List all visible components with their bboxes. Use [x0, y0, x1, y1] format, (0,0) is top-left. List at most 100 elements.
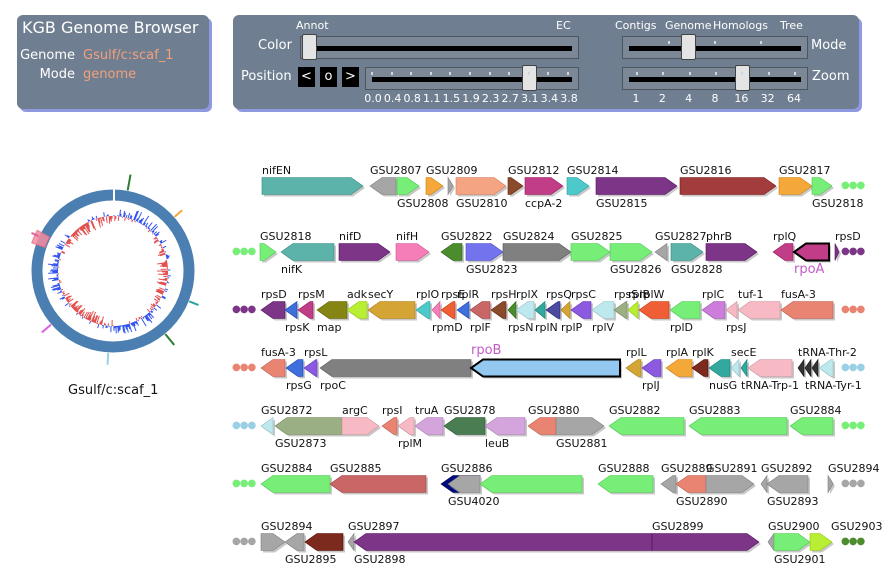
gene-arrow[interactable] [730, 358, 740, 378]
gene-label[interactable]: GSU2826 [610, 262, 662, 276]
gene-arrow[interactable] [484, 417, 526, 435]
gene-label[interactable]: GSU2897 [348, 519, 400, 533]
gene-arrow[interactable] [297, 301, 314, 319]
gene-label[interactable]: GSU2893 [767, 494, 819, 508]
gene-label[interactable]: GSU2892 [761, 461, 813, 475]
gene-arrow[interactable] [414, 417, 444, 435]
gene-arrow[interactable] [811, 358, 819, 378]
gene-label[interactable]: rplV [592, 320, 615, 334]
gene-label[interactable]: rplD [670, 320, 694, 334]
gene-arrow[interactable] [570, 243, 611, 261]
gene-label[interactable]: secE [731, 345, 757, 359]
gene-arrow[interactable] [338, 243, 391, 261]
gene-label[interactable]: GSU2809 [426, 163, 478, 177]
mode-value[interactable]: genome [83, 67, 137, 82]
gene-label[interactable]: rplR [457, 287, 480, 301]
gene-arrow[interactable] [811, 177, 833, 195]
gene-arrow[interactable] [260, 475, 331, 493]
gene-label[interactable]: rpsJ [726, 320, 747, 334]
gene-label[interactable]: GSU2885 [330, 461, 382, 475]
gene-label[interactable]: rplF [470, 320, 491, 334]
zoom-slider-thumb[interactable] [735, 65, 751, 91]
gene-arrow[interactable] [527, 417, 557, 435]
gene-label[interactable]: GSU4020 [448, 494, 500, 508]
track-continue-right[interactable]: ●●● [841, 420, 865, 431]
gene-label[interactable]: GSU2817 [779, 163, 831, 177]
gene-label[interactable]: rpsC [571, 287, 596, 301]
gene-label[interactable]: rplB [628, 287, 651, 301]
gene-label[interactable]: GSU2883 [689, 403, 741, 417]
gene-label[interactable]: rpsL [304, 345, 328, 359]
track-continue-right[interactable]: ●●● [841, 362, 865, 373]
gene-label[interactable]: GSU2814 [567, 163, 619, 177]
gene-label[interactable]: GSU2872 [261, 403, 313, 417]
gene-arrow[interactable] [341, 417, 380, 435]
gene-arrow[interactable] [524, 177, 564, 195]
gene-arrow[interactable] [566, 177, 590, 195]
gene-label[interactable]: GSU2822 [441, 229, 493, 243]
track-continue-left[interactable]: ●●● [232, 362, 256, 373]
gene-label[interactable]: GSU2873 [275, 436, 327, 450]
gene-label[interactable]: GSU2890 [676, 494, 728, 508]
gene-label[interactable]: rpoA [794, 261, 825, 277]
gene-label[interactable]: rpsK [285, 320, 310, 334]
gene-arrow[interactable] [675, 475, 707, 493]
gene-arrow[interactable] [613, 301, 628, 319]
gene-label[interactable]: GSU2815 [596, 196, 648, 210]
gene-arrow[interactable] [804, 358, 812, 378]
track-continue-right[interactable]: ●●● [841, 536, 865, 547]
gene-label[interactable]: rpsD [835, 229, 861, 243]
gene-arrow[interactable] [274, 417, 343, 435]
gene-arrow[interactable] [329, 475, 427, 493]
track-continue-left[interactable]: ●●● [232, 304, 256, 315]
gene-arrow[interactable] [778, 177, 813, 195]
gene-arrow[interactable] [591, 301, 615, 319]
gene-arrow[interactable] [260, 416, 274, 436]
gene-label[interactable]: map [317, 320, 342, 334]
gene-arrow[interactable] [507, 177, 524, 195]
gene-label[interactable]: rpsS [614, 287, 639, 301]
gene-label[interactable]: nifH [396, 229, 419, 243]
gene-arrow[interactable] [456, 300, 470, 320]
gene-label[interactable]: rpsH [491, 287, 517, 301]
color-slider[interactable] [300, 34, 579, 60]
gene-label[interactable]: GSU2901 [774, 552, 826, 566]
gene-label[interactable]: rpmD [432, 320, 463, 334]
gene-label[interactable]: rpsI [382, 403, 403, 417]
gene-arrow[interactable] [670, 243, 704, 261]
gene-arrow[interactable] [395, 243, 430, 261]
track-continue-left[interactable]: ●●● [232, 420, 256, 431]
gene-label[interactable]: nifK [281, 262, 303, 276]
gene-label[interactable]: nifEN [262, 163, 292, 177]
gene-label[interactable]: GSU2818 [260, 229, 312, 243]
gene-label[interactable]: rplN [535, 320, 558, 334]
gene-label[interactable]: rpsG [286, 378, 312, 392]
gene-arrow[interactable] [284, 533, 305, 551]
gene-label[interactable]: GSU2828 [671, 262, 723, 276]
gene-label[interactable]: nusG [709, 378, 738, 392]
gene-arrow[interactable] [570, 301, 592, 319]
track-continue-left[interactable]: ●●● [232, 478, 256, 489]
gene-label[interactable]: rpoC [320, 378, 346, 392]
gene-arrow[interactable] [502, 243, 572, 261]
gene-arrow[interactable] [319, 359, 472, 377]
gene-arrow[interactable] [346, 301, 368, 319]
gene-label[interactable]: GSU2894 [828, 461, 880, 475]
gene-arrow[interactable] [818, 359, 834, 377]
gene-label[interactable]: rplK [692, 345, 714, 359]
gene-arrow[interactable] [479, 475, 583, 493]
gene-arrow[interactable] [369, 177, 397, 195]
gene-label[interactable]: GSU2888 [598, 461, 650, 475]
gene-label[interactable]: rplM [398, 436, 423, 450]
gene-arrow[interactable] [260, 301, 286, 319]
gene-label[interactable]: GSU2891 [706, 461, 758, 475]
gene-label[interactable]: GSU2881 [556, 436, 608, 450]
genome-value[interactable]: Gsulf/c:scaf_1 [83, 48, 174, 63]
gene-label[interactable]: GSU2889 [661, 461, 713, 475]
gene-label[interactable]: rplJ [642, 378, 660, 392]
gene-arrow[interactable] [608, 417, 685, 435]
gene-label[interactable]: GSU2880 [528, 403, 580, 417]
gene-arrow[interactable] [555, 417, 605, 435]
gene-label[interactable]: tRNA-Thr-2 [798, 345, 857, 359]
gene-label[interactable]: truA [415, 403, 439, 417]
